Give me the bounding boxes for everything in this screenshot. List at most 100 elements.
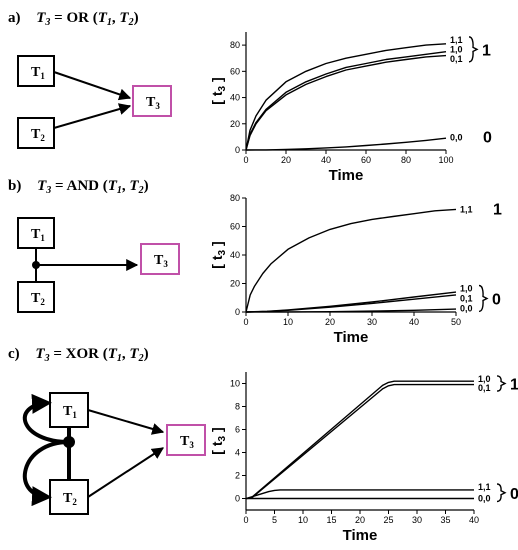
x-tick-label: 35	[440, 515, 450, 525]
y-tick-label: 0	[235, 145, 240, 155]
x-tick-label: 0	[243, 155, 248, 165]
y-tick-label: 60	[230, 222, 240, 232]
series-end-label: 0,0	[460, 303, 473, 313]
series-line-1-1	[245, 489, 474, 500]
y-tick-label: 40	[230, 93, 240, 103]
series-end-label: 0,1	[478, 383, 491, 393]
x-tick-label: 10	[283, 317, 293, 327]
x-tick-label: 5	[272, 515, 277, 525]
x-tick-label: 100	[438, 155, 453, 165]
node-t2	[17, 117, 55, 149]
series-end-label: 1,0	[478, 374, 491, 384]
y-tick-label: 0	[235, 307, 240, 317]
x-tick-label: 30	[367, 317, 377, 327]
series-end-label: 1,1	[478, 482, 491, 492]
x-tick-label: 20	[325, 317, 335, 327]
panel-c-formula: c) T3 = XOR (T1, T2)	[8, 346, 149, 365]
panel-b-formula: b) T3 = AND (T1, T2)	[8, 178, 149, 197]
panel-a-letter: a)	[8, 10, 21, 26]
y-tick-label: 20	[230, 119, 240, 129]
output-brace	[468, 36, 479, 63]
node-t3	[166, 424, 206, 456]
series-line-1-0	[245, 380, 474, 500]
series-end-label: 0,0	[450, 133, 463, 143]
output-label: 0	[510, 486, 518, 503]
series-end-label: 1,0	[450, 45, 463, 55]
series-line-0-1	[245, 383, 474, 500]
x-tick-label: 0	[243, 317, 248, 327]
edge-t2-t3	[87, 447, 165, 498]
output-brace	[496, 375, 507, 392]
svg-text:T2: T2	[63, 491, 77, 507]
series-line-1-1	[245, 43, 447, 151]
x-axis-label: Time	[334, 329, 369, 346]
series-line-1-1	[245, 208, 457, 313]
y-tick-label: 60	[230, 66, 240, 76]
y-tick-label: 80	[230, 40, 240, 50]
x-tick-label: 10	[298, 515, 308, 525]
svg-text:c) T3 = XOR (: c) T3 = XOR (T1, T2)	[8, 346, 149, 365]
series-end-label: 0,1	[460, 293, 473, 303]
series-line-0-0	[245, 308, 457, 313]
series-line-1-0	[245, 291, 457, 313]
node-t1	[17, 55, 55, 87]
svg-text:T3: T3	[154, 253, 168, 269]
node-t3	[132, 85, 172, 117]
x-tick-label: 20	[281, 155, 291, 165]
y-tick-label: 40	[230, 250, 240, 260]
output-brace	[496, 483, 507, 503]
svg-text:b) T3 = AND (: b) T3 = AND (T1, T2)	[8, 178, 149, 197]
x-tick-label: 20	[355, 515, 365, 525]
y-tick-label: 8	[235, 402, 240, 412]
panel-c-letter: c)	[8, 346, 20, 362]
series-end-label: 1,1	[460, 204, 473, 214]
series-end-label: 0,0	[478, 494, 491, 504]
svg-text:T3: T3	[180, 434, 194, 450]
svg-text:T1: T1	[63, 404, 77, 420]
svg-text:T2: T2	[31, 291, 45, 307]
y-tick-label: 0	[235, 494, 240, 504]
node-t3	[140, 243, 180, 275]
edge-t1-t3	[53, 71, 132, 101]
y-tick-label: 2	[235, 471, 240, 481]
svg-text:T2: T2	[31, 127, 45, 143]
x-tick-label: 30	[412, 515, 422, 525]
svg-text:T1: T1	[31, 65, 45, 81]
x-axis-label: Time	[329, 167, 364, 184]
y-axis-label: [ t3 ]	[209, 427, 228, 454]
y-axis-label: [ t3 ]	[209, 241, 228, 268]
output-label: 1	[482, 42, 491, 59]
output-label: 1	[510, 377, 518, 394]
x-tick-label: 40	[409, 317, 419, 327]
output-brace	[478, 284, 489, 313]
x-tick-label: 40	[469, 515, 479, 525]
series-line-0-1	[245, 54, 447, 151]
x-tick-label: 80	[401, 155, 411, 165]
panel-a-formula: a) T3 = OR (T1, T2)	[8, 10, 139, 28]
panel-a-network: T1 T2 T3	[17, 55, 172, 149]
y-tick-label: 80	[230, 193, 240, 203]
x-axis-label: Time	[343, 527, 378, 544]
x-tick-label: 25	[383, 515, 393, 525]
x-tick-label: 50	[451, 317, 461, 327]
series-line-0-0	[245, 137, 447, 151]
x-tick-label: 60	[361, 155, 371, 165]
panel-b-network: T1 T2 T3	[17, 217, 180, 313]
edge-t1-t3	[87, 409, 165, 435]
series-end-label: 0,1	[450, 54, 463, 64]
series-end-label: 1,0	[460, 283, 473, 293]
y-tick-label: 4	[235, 448, 240, 458]
x-tick-label: 40	[321, 155, 331, 165]
feedback-arrow-t2	[22, 440, 70, 507]
panel-c-network: T1 T2 T3	[22, 392, 206, 515]
panel-b: b) T3 = AND (T1, T2) T1 T2 T3 0 10 20 30 40 5…	[8, 178, 502, 346]
series-end-label: 1,1	[450, 35, 463, 45]
svg-text:T1: T1	[31, 227, 45, 243]
panel-b-letter: b)	[8, 178, 21, 194]
y-axis-label: [ t3 ]	[209, 77, 228, 104]
